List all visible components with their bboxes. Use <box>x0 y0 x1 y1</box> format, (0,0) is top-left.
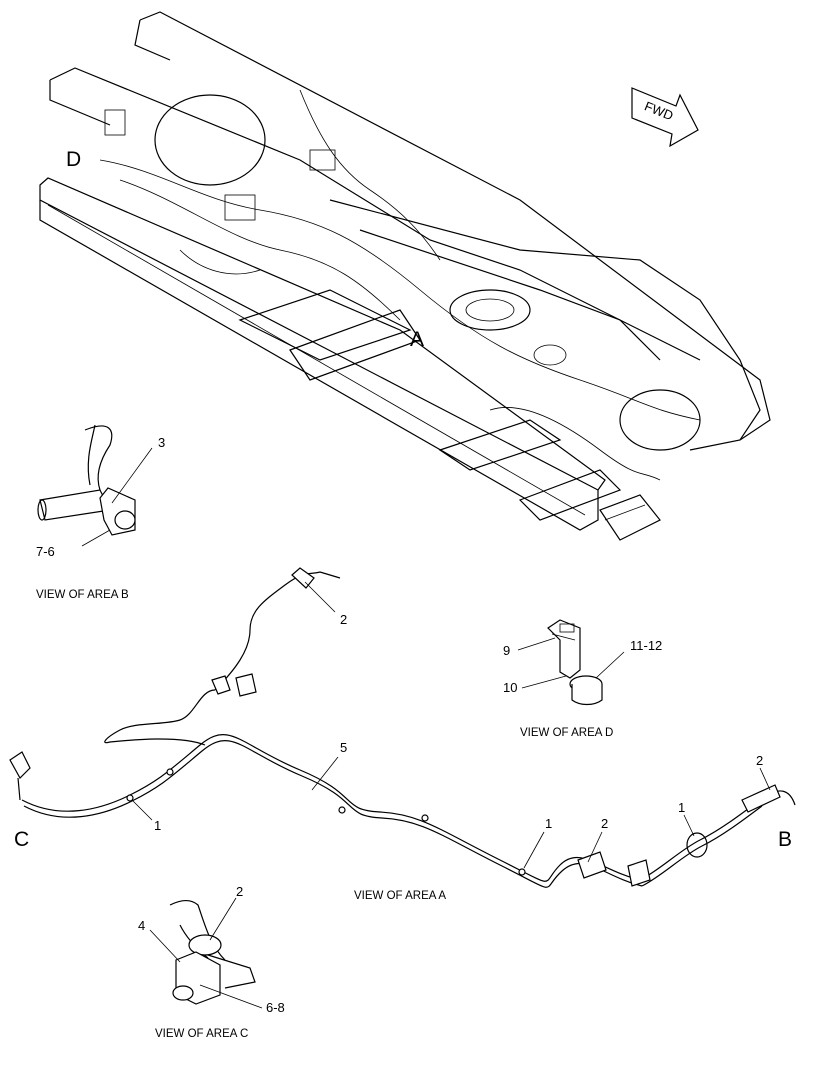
callout-7-6: 7-6 <box>36 544 55 559</box>
callout-10: 10 <box>503 680 517 695</box>
caption-view-area-d: VIEW OF AREA D <box>520 727 613 739</box>
caption-view-area-c: VIEW OF AREA C <box>155 1028 248 1040</box>
callout-9: 9 <box>503 643 510 658</box>
machine-frame-drawing <box>39 11 771 541</box>
callout-2-mid: 2 <box>601 816 608 831</box>
callout-1-left: 1 <box>154 818 161 833</box>
callout-2-right: 2 <box>756 753 763 768</box>
view-area-b-detail <box>37 424 153 547</box>
caption-view-area-a: VIEW OF AREA A <box>354 890 446 902</box>
view-area-c-detail <box>149 897 263 1009</box>
view-area-a-harness <box>9 567 796 888</box>
callout-c-2: 2 <box>236 884 243 899</box>
callout-1-mid: 1 <box>545 816 552 831</box>
view-area-d-detail <box>517 619 625 706</box>
callout-6-8: 6-8 <box>266 1000 285 1015</box>
callout-2-top: 2 <box>340 612 347 627</box>
forward-arrow-icon: FWD <box>631 87 699 148</box>
area-letter-a: A <box>410 328 424 351</box>
area-letter-d: D <box>66 148 81 171</box>
callout-11-12: 11-12 <box>630 638 662 653</box>
callout-4: 4 <box>138 918 145 933</box>
area-letter-b: B <box>778 828 792 851</box>
callout-1-right: 1 <box>678 800 685 815</box>
callout-5: 5 <box>340 740 347 755</box>
callout-3: 3 <box>158 435 165 450</box>
fwd-label: FWD <box>642 98 675 123</box>
area-letter-c: C <box>14 828 29 851</box>
caption-view-area-b: VIEW OF AREA B <box>36 589 129 601</box>
